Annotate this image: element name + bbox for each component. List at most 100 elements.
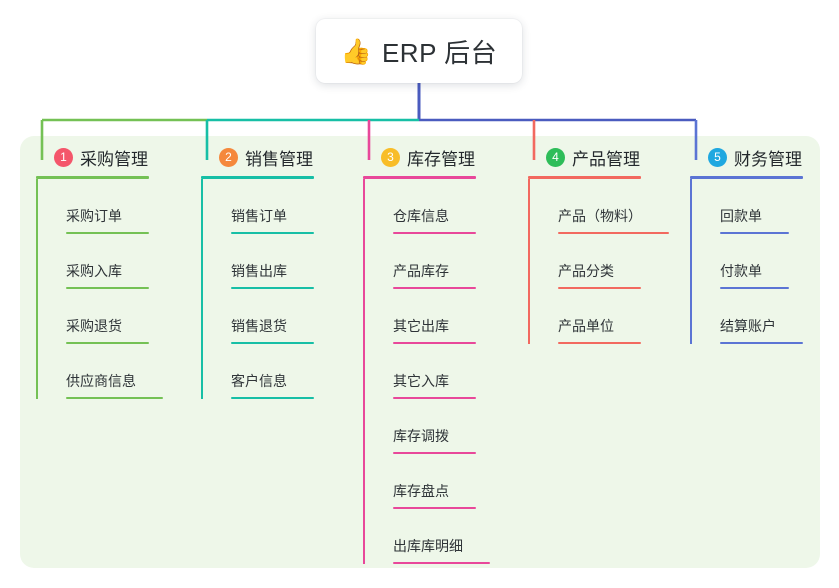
branch-title-2: 销售管理	[245, 149, 313, 169]
branch-trunk-3	[363, 179, 365, 564]
branch-underline-1	[36, 176, 149, 179]
leaf-node[interactable]: 产品库存	[363, 234, 490, 289]
branch-trunk-4	[528, 179, 530, 344]
leaf-node[interactable]: 采购退货	[36, 289, 163, 344]
leaf-node-underline	[66, 287, 149, 289]
leaf-node-label: 产品（物料）	[558, 208, 642, 224]
branch-title-1: 采购管理	[80, 149, 148, 169]
leaf-node-underline	[393, 452, 476, 454]
leaf-node[interactable]: 出库库明细	[363, 509, 490, 564]
branch-trunk-1	[36, 179, 38, 399]
leaf-node[interactable]: 产品单位	[528, 289, 669, 344]
leaf-node[interactable]: 结算账户	[690, 289, 803, 344]
leaf-node-label: 仓库信息	[393, 208, 449, 224]
branch-badge-3: 3	[381, 147, 400, 167]
leaf-node-label: 库存盘点	[393, 483, 449, 499]
leaf-node-label: 产品库存	[393, 263, 449, 279]
leaf-node[interactable]: 付款单	[690, 234, 803, 289]
leaf-node-label: 产品单位	[558, 318, 614, 334]
root-node-title: ERP 后台	[381, 37, 498, 68]
branch-badge-2: 2	[219, 147, 238, 167]
leaf-node-underline	[558, 287, 641, 289]
leaf-node[interactable]: 销售订单	[201, 179, 314, 234]
leaf-node-label: 产品分类	[558, 263, 614, 279]
branch-header-1[interactable]: 1 采购管理	[36, 145, 163, 169]
leaf-node[interactable]: 采购入库	[36, 234, 163, 289]
leaf-node-underline	[720, 342, 803, 344]
branch-title-4: 产品管理	[572, 149, 640, 169]
branch-trunk-5	[690, 179, 692, 344]
leaf-node[interactable]: 库存盘点	[363, 454, 490, 509]
branch-column-2: 2 销售管理销售订单销售出库销售退货客户信息	[201, 145, 314, 399]
thumbs-up-icon: 👍	[340, 36, 372, 66]
leaf-node-underline	[66, 232, 149, 234]
branch-trunk-2	[201, 179, 203, 399]
leaf-node-underline	[231, 342, 314, 344]
branch-items-5: 回款单付款单结算账户	[690, 179, 803, 344]
branch-header-2[interactable]: 2 销售管理	[201, 145, 314, 169]
leaf-node-label: 采购订单	[66, 208, 122, 224]
leaf-node-label: 销售出库	[231, 263, 287, 279]
leaf-node-label: 付款单	[720, 263, 762, 279]
branch-column-1: 1 采购管理采购订单采购入库采购退货供应商信息	[36, 145, 163, 399]
leaf-node-label: 库存调拨	[393, 428, 449, 444]
leaf-node-underline	[558, 232, 669, 234]
leaf-node[interactable]: 仓库信息	[363, 179, 490, 234]
leaf-node-underline	[231, 232, 314, 234]
leaf-node-label: 客户信息	[231, 373, 287, 389]
leaf-node-underline	[231, 397, 314, 399]
leaf-node-underline	[393, 342, 476, 344]
leaf-node-label: 出库库明细	[393, 538, 463, 554]
branch-badge-1: 1	[54, 147, 73, 167]
root-node[interactable]: 👍 ERP 后台	[316, 19, 522, 83]
leaf-node[interactable]: 销售出库	[201, 234, 314, 289]
leaf-node[interactable]: 客户信息	[201, 344, 314, 399]
branch-header-3[interactable]: 3 库存管理	[363, 145, 490, 169]
diagram-background-panel	[20, 136, 820, 568]
leaf-node-label: 销售订单	[231, 208, 287, 224]
branch-header-4[interactable]: 4 产品管理	[528, 145, 669, 169]
leaf-node[interactable]: 采购订单	[36, 179, 163, 234]
leaf-node[interactable]: 库存调拨	[363, 399, 490, 454]
leaf-node-label: 采购退货	[66, 318, 122, 334]
branch-title-3: 库存管理	[407, 149, 475, 169]
branch-title-5: 财务管理	[734, 149, 802, 169]
leaf-node[interactable]: 产品（物料）	[528, 179, 669, 234]
leaf-node-underline	[558, 342, 641, 344]
leaf-node-underline	[231, 287, 314, 289]
leaf-node-underline	[720, 287, 789, 289]
leaf-node-underline	[393, 507, 476, 509]
leaf-node-underline	[66, 342, 149, 344]
leaf-node[interactable]: 产品分类	[528, 234, 669, 289]
branch-underline-4	[528, 176, 641, 179]
leaf-node-label: 回款单	[720, 208, 762, 224]
leaf-node-label: 其它出库	[393, 318, 449, 334]
leaf-node-label: 销售退货	[231, 318, 287, 334]
branch-header-5[interactable]: 5 财务管理	[690, 145, 803, 169]
branch-underline-3	[363, 176, 476, 179]
branch-items-1: 采购订单采购入库采购退货供应商信息	[36, 179, 163, 399]
leaf-node-label: 其它入库	[393, 373, 449, 389]
branch-underline-5	[690, 176, 803, 179]
branch-column-4: 4 产品管理产品（物料） 产品分类产品单位	[528, 145, 669, 344]
leaf-node[interactable]: 其它入库	[363, 344, 490, 399]
leaf-node-label: 结算账户	[720, 318, 776, 334]
leaf-node[interactable]: 回款单	[690, 179, 803, 234]
leaf-node-label: 采购入库	[66, 263, 122, 279]
branch-column-5: 5 财务管理回款单付款单结算账户	[690, 145, 803, 344]
leaf-node-underline	[393, 287, 476, 289]
leaf-node-underline	[393, 397, 476, 399]
branch-items-2: 销售订单销售出库销售退货客户信息	[201, 179, 314, 399]
branch-items-4: 产品（物料） 产品分类产品单位	[528, 179, 669, 344]
branch-badge-4: 4	[546, 147, 565, 167]
leaf-node[interactable]: 其它出库	[363, 289, 490, 344]
leaf-node[interactable]: 销售退货	[201, 289, 314, 344]
leaf-node-underline	[66, 397, 163, 399]
leaf-node-underline	[393, 232, 476, 234]
branch-items-3: 仓库信息产品库存其它出库其它入库库存调拨库存盘点出库库明细	[363, 179, 490, 564]
root-node-content: 👍 ERP 后台	[341, 33, 497, 70]
leaf-node[interactable]: 供应商信息	[36, 344, 163, 399]
branch-underline-2	[201, 176, 314, 179]
branch-badge-5: 5	[708, 147, 727, 167]
